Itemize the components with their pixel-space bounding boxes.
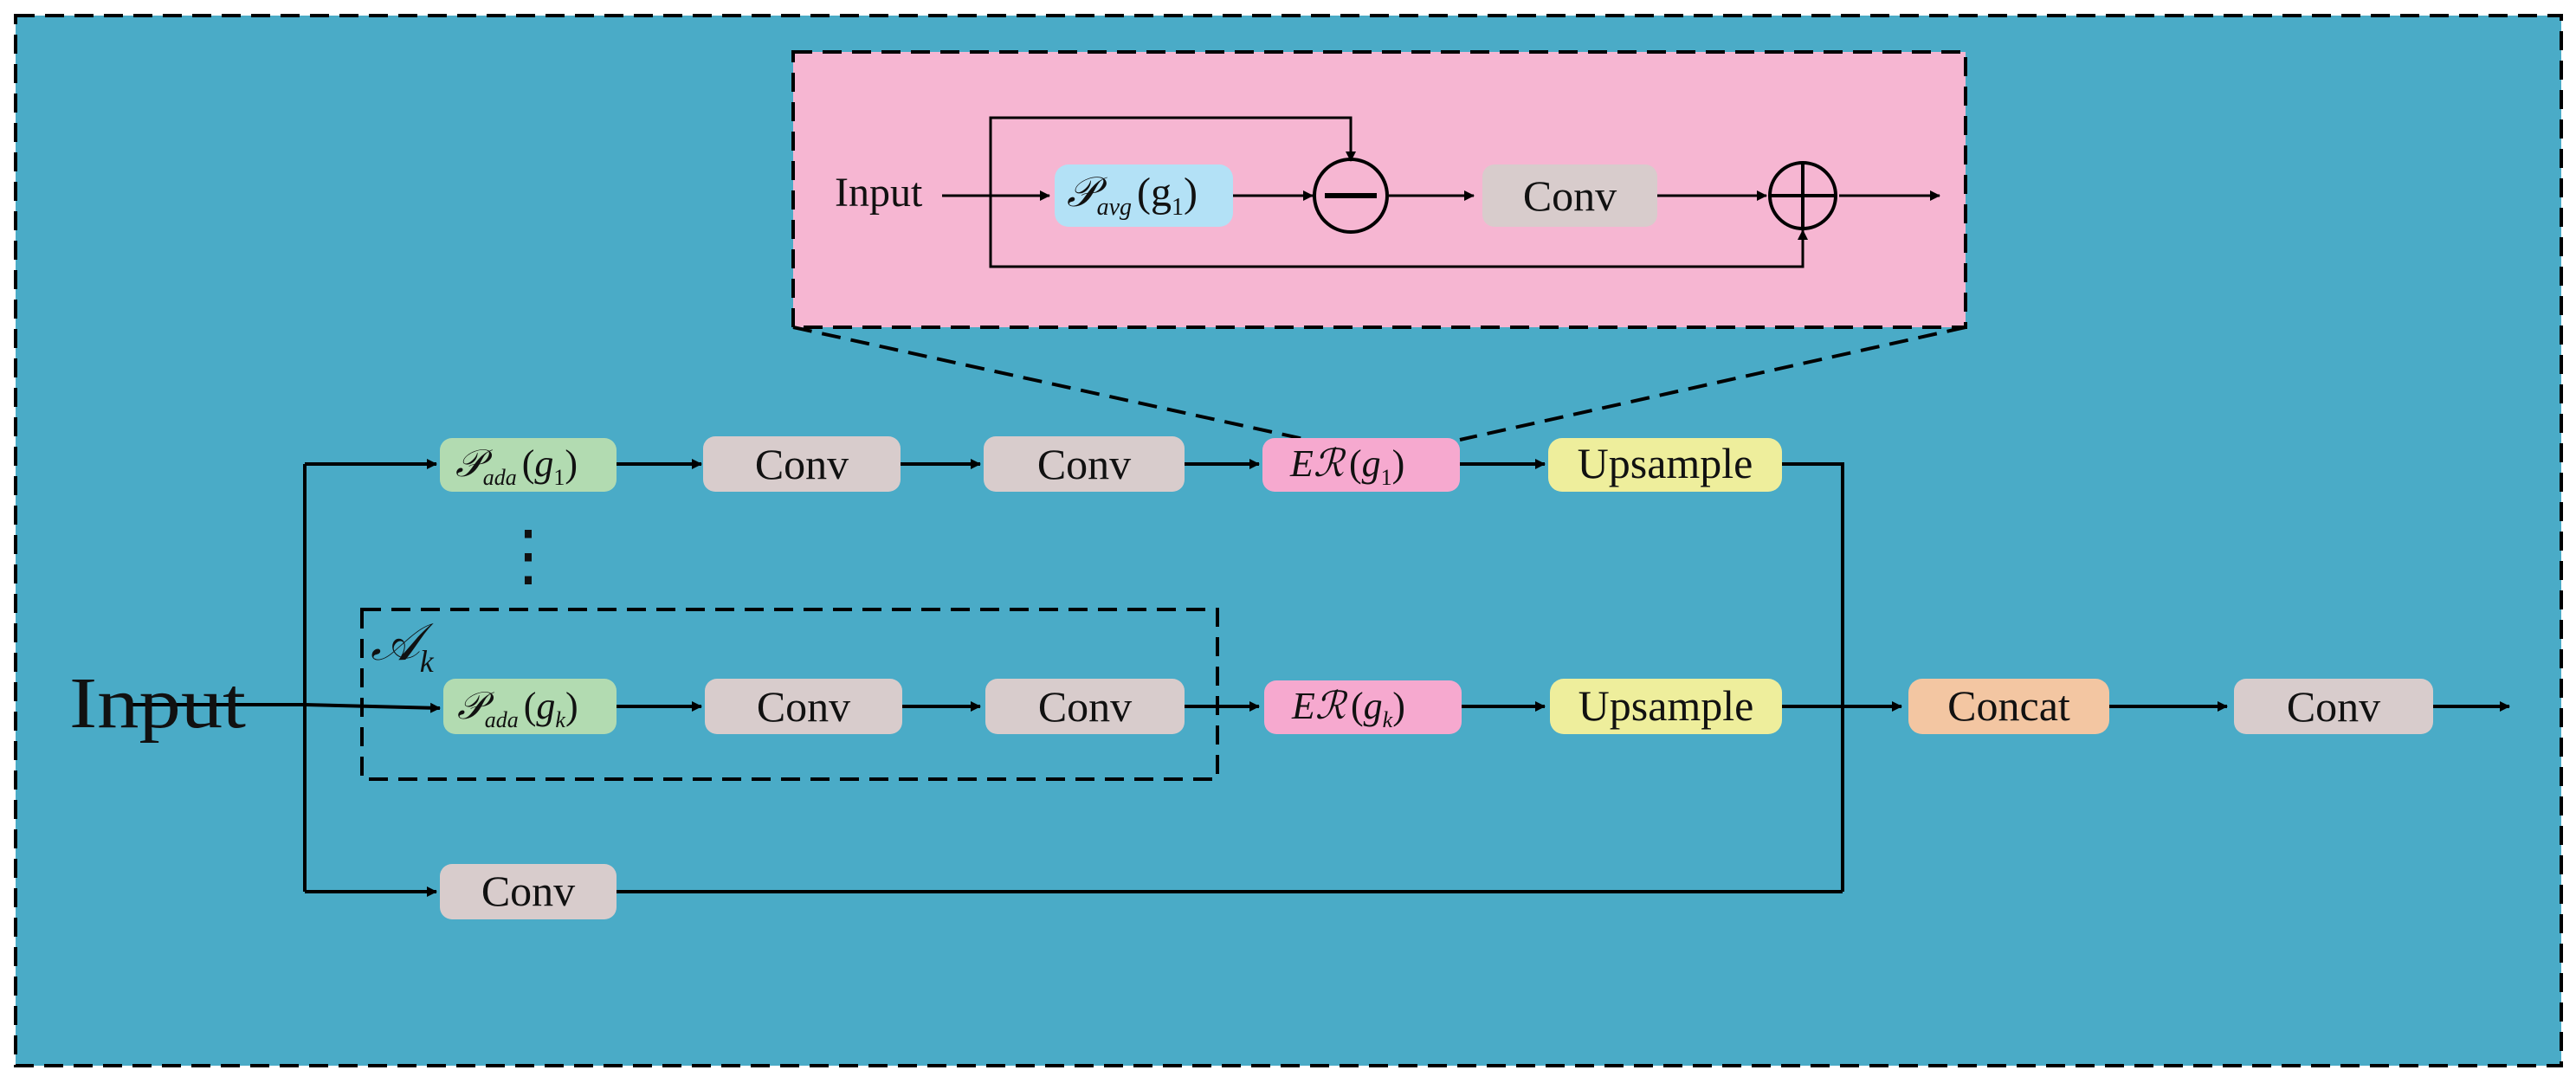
row1-pool-block: 𝒫ada(g1): [440, 438, 617, 492]
svg-text:Upsample: Upsample: [1579, 681, 1754, 730]
rowk-conv2-block: Conv: [985, 679, 1185, 734]
final-conv-block: Conv: [2234, 679, 2433, 734]
main-input-label: Input: [69, 663, 246, 744]
svg-text:Concat: Concat: [1947, 681, 2070, 730]
inset-input-label: Input: [835, 170, 923, 216]
pool-arg-subscript: 1: [1172, 194, 1184, 221]
svg-text:Upsample: Upsample: [1578, 439, 1753, 487]
row1-conv2-block: Conv: [984, 436, 1185, 492]
group-ak-outline: [360, 608, 1219, 781]
rowk-upsample-block: Upsample: [1550, 679, 1782, 734]
row1-conv1-block: Conv: [703, 436, 901, 492]
bottom-conv-block: Conv: [440, 864, 617, 919]
row1-er-block: Eℛ(g1): [1262, 438, 1460, 492]
svg-text:Conv: Conv: [481, 867, 575, 915]
svg-text:𝒫ada(gk): 𝒫ada(gk): [457, 685, 578, 732]
minus-circle-icon: [1313, 158, 1389, 234]
svg-text:Eℛ(gk): Eℛ(gk): [1291, 685, 1405, 732]
svg-text:Conv: Conv: [755, 440, 849, 488]
concat-block: Concat: [1908, 679, 2109, 734]
er-detail-panel: Input 𝒫avg(g1) Conv: [791, 50, 1967, 442]
rowk-conv1-block: Conv: [705, 679, 902, 734]
svg-text:Conv: Conv: [757, 682, 850, 731]
pool-arg: g: [1151, 170, 1172, 216]
svg-text:Conv: Conv: [1038, 682, 1132, 731]
plus-circle-icon: [1768, 161, 1837, 230]
svg-text:Conv: Conv: [2287, 682, 2380, 731]
rowk-pool-block: 𝒫ada(gk): [443, 679, 617, 734]
svg-text:Conv: Conv: [1037, 440, 1131, 488]
avg-pool-block: 𝒫avg(g1): [1055, 164, 1233, 227]
row1-upsample-block: Upsample: [1548, 438, 1782, 492]
svg-text:Conv: Conv: [1523, 171, 1617, 220]
rowk-er-block: Eℛ(gk): [1264, 680, 1462, 734]
inset-conv-block: Conv: [1482, 164, 1657, 227]
main-connectors: [130, 459, 2510, 897]
pool-subscript: avg: [1097, 194, 1132, 221]
svg-text:Eℛ(g1): Eℛ(g1): [1289, 442, 1404, 490]
branch-ellipsis: ⋮: [494, 518, 562, 593]
